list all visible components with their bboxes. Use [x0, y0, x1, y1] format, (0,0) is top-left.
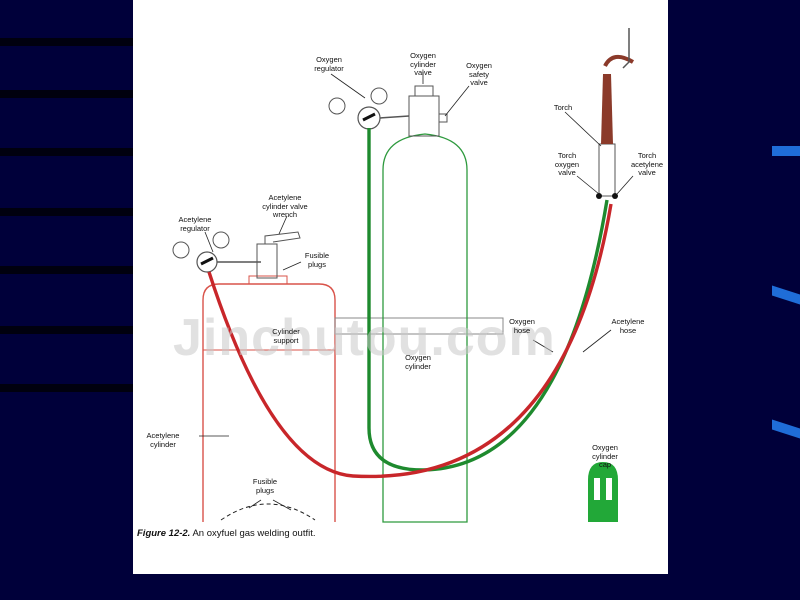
label-oxygen-cylinder: Oxygen cylinder [405, 353, 431, 371]
label-fusible-plugs-bottom: Fusible plugs [252, 477, 278, 495]
acetylene-hose-line [207, 203, 613, 479]
label-acetylene-cylinder-valve-wrench: Acetylene cylinder valve wrench [262, 193, 308, 219]
label-torch-acetylene-valve: Torch acetylene valve [630, 151, 664, 177]
watermark: Jinchutou.com [173, 309, 556, 367]
oxygen-cylinder-cap [588, 462, 618, 522]
label-fusible-plugs-top: Fusible plugs [304, 251, 330, 269]
oxygen-regulator-gauges [328, 87, 410, 130]
label-oxygen-safety-valve: Oxygen safety valve [466, 61, 492, 87]
cylinder-support [334, 317, 504, 335]
leader-lines [199, 72, 634, 511]
figure-number: Figure 12-2. [137, 528, 191, 539]
acetylene-cylinder [202, 275, 336, 522]
label-cylinder-support: Cylinder support [272, 327, 300, 345]
figure-caption-text: An oxyfuel gas welding outfit. [192, 528, 316, 539]
label-acetylene-cylinder: Acetylene cylinder [146, 431, 180, 449]
slide: Jinchutou.com Oxygen regulator Oxygen cy… [133, 0, 668, 574]
acetylene-valve-wrench [256, 231, 301, 279]
oxygen-hose-line [367, 128, 609, 472]
label-acetylene-hose: Acetylene hose [611, 317, 645, 335]
torch [596, 28, 635, 199]
label-oxygen-cylinder-valve: Oxygen cylinder valve [410, 51, 436, 77]
label-acetylene-regulator: Acetylene regulator [178, 215, 212, 233]
decor-mark [772, 419, 800, 439]
figure-caption: Figure 12-2. An oxyfuel gas welding outf… [137, 528, 316, 539]
label-oxygen-hose: Oxygen hose [509, 317, 535, 335]
oxygen-cylinder [382, 85, 468, 523]
decor-mark [772, 285, 800, 305]
acetylene-regulator-gauges [172, 231, 261, 273]
label-oxygen-regulator: Oxygen regulator [314, 55, 344, 73]
decor-mark [772, 146, 800, 156]
welding-outfit-diagram [172, 28, 635, 523]
label-torch: Torch [553, 103, 573, 112]
label-oxygen-cylinder-cap: Oxygen cylinder cap [592, 443, 618, 469]
label-torch-oxygen-valve: Torch oxygen valve [554, 151, 580, 177]
